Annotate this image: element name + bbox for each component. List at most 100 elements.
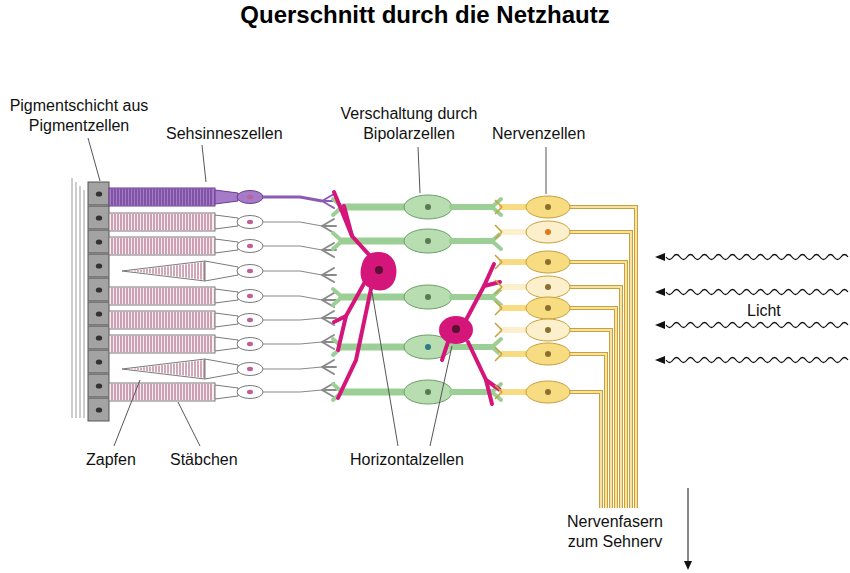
disc-stripe bbox=[157, 189, 158, 205]
ganglion-axon bbox=[568, 392, 601, 508]
disc-stripe bbox=[199, 238, 200, 254]
leader-line bbox=[430, 346, 452, 446]
disc-stripe bbox=[208, 288, 209, 304]
disc-stripe bbox=[136, 312, 137, 328]
part-label: Licht bbox=[747, 301, 807, 321]
disc-stripe bbox=[138, 270, 139, 272]
horizontal-process bbox=[468, 342, 492, 404]
receptor-nucleus bbox=[247, 367, 253, 371]
ganglion-nucleus bbox=[545, 259, 551, 265]
disc-stripe bbox=[184, 214, 185, 230]
disc-stripe bbox=[162, 267, 163, 275]
disc-stripe bbox=[163, 336, 164, 352]
disc-stripe bbox=[139, 214, 140, 230]
part-label: Nervenzellen bbox=[492, 124, 612, 144]
disc-stripe bbox=[112, 189, 113, 205]
ganglion-axon-core bbox=[568, 354, 606, 508]
disc-stripe bbox=[157, 384, 158, 400]
bipolar-dendrite-fork bbox=[333, 233, 342, 249]
receptor-body bbox=[237, 338, 263, 351]
receptor-body bbox=[237, 290, 263, 303]
disc-stripe bbox=[186, 264, 187, 277]
leader-line bbox=[202, 145, 206, 182]
disc-stripe bbox=[208, 384, 209, 400]
ganglion-body bbox=[526, 221, 570, 243]
pigment-nucleus bbox=[96, 263, 102, 268]
disc-stripe bbox=[121, 214, 122, 230]
ganglion-dendrite bbox=[502, 259, 528, 265]
disc-stripe bbox=[163, 312, 164, 328]
disc-stripe bbox=[130, 336, 131, 352]
arrowhead bbox=[655, 288, 665, 296]
disc-stripe bbox=[133, 189, 134, 205]
disc-stripe bbox=[187, 312, 188, 328]
disc-stripe bbox=[124, 238, 125, 254]
disc-stripe bbox=[211, 336, 212, 352]
arrowhead bbox=[655, 253, 665, 261]
disc-stripe bbox=[202, 214, 203, 230]
disc-stripe bbox=[144, 269, 145, 272]
disc-stripe bbox=[127, 238, 128, 254]
disc-stripe bbox=[157, 288, 158, 304]
disc-stripe bbox=[193, 312, 194, 328]
ganglion-body bbox=[526, 343, 570, 365]
disc-stripe bbox=[127, 189, 128, 205]
pigment-nucleus bbox=[96, 335, 102, 340]
leader-line bbox=[418, 147, 420, 193]
disc-stripe bbox=[115, 189, 116, 205]
ganglion-dendrite bbox=[502, 327, 528, 333]
receptor-nucleus bbox=[247, 318, 253, 322]
pigment-cell bbox=[88, 230, 109, 253]
pigment-edge-line bbox=[72, 178, 73, 418]
bipolar-axon bbox=[452, 389, 492, 395]
disc-stripe bbox=[201, 262, 202, 279]
disc-stripe bbox=[154, 214, 155, 230]
disc-stripe bbox=[208, 238, 209, 254]
disc-stripe bbox=[142, 189, 143, 205]
disc-stripe bbox=[142, 312, 143, 328]
disc-stripe bbox=[130, 214, 131, 230]
disc-stripe bbox=[118, 238, 119, 254]
ganglion-axon-core bbox=[568, 308, 616, 508]
disc-stripe bbox=[130, 189, 131, 205]
disc-stripe bbox=[174, 266, 175, 277]
disc-stripe bbox=[118, 288, 119, 304]
disc-stripe bbox=[133, 214, 134, 230]
disc-stripe bbox=[198, 263, 199, 279]
disc-stripe bbox=[163, 238, 164, 254]
disc-stripe bbox=[184, 384, 185, 400]
pigment-edge-line bbox=[76, 182, 77, 418]
disc-stripe bbox=[130, 384, 131, 400]
horizontal-process bbox=[466, 264, 494, 320]
disc-stripe bbox=[171, 266, 172, 276]
leader-line bbox=[546, 147, 547, 194]
disc-stripe bbox=[178, 189, 179, 205]
disc-stripe bbox=[121, 336, 122, 352]
ganglion-axon-core bbox=[568, 262, 626, 508]
disc-stripe bbox=[178, 238, 179, 254]
disc-stripe bbox=[193, 336, 194, 352]
disc-stripe bbox=[205, 312, 206, 328]
light-wave bbox=[666, 323, 848, 328]
disc-stripe bbox=[136, 238, 137, 254]
leader-line bbox=[178, 402, 200, 446]
disc-stripe bbox=[202, 312, 203, 328]
disc-stripe bbox=[211, 312, 212, 328]
ganglion-dendrite-fork bbox=[495, 225, 502, 239]
disc-stripe bbox=[150, 269, 151, 274]
disc-stripe bbox=[202, 288, 203, 304]
disc-stripe bbox=[115, 312, 116, 328]
disc-stripe bbox=[169, 238, 170, 254]
horizontal-nucleus bbox=[452, 325, 460, 333]
rod-outer-segment bbox=[109, 188, 215, 206]
disc-stripe bbox=[172, 384, 173, 400]
part-label: Nervenfasern zum Sehnerv bbox=[562, 512, 668, 552]
disc-stripe bbox=[142, 288, 143, 304]
disc-stripe bbox=[148, 288, 149, 304]
disc-stripe bbox=[130, 238, 131, 254]
disc-stripe bbox=[145, 214, 146, 230]
disc-stripe bbox=[165, 267, 166, 275]
disc-stripe bbox=[156, 268, 157, 274]
disc-stripe bbox=[121, 384, 122, 400]
disc-stripe bbox=[145, 312, 146, 328]
